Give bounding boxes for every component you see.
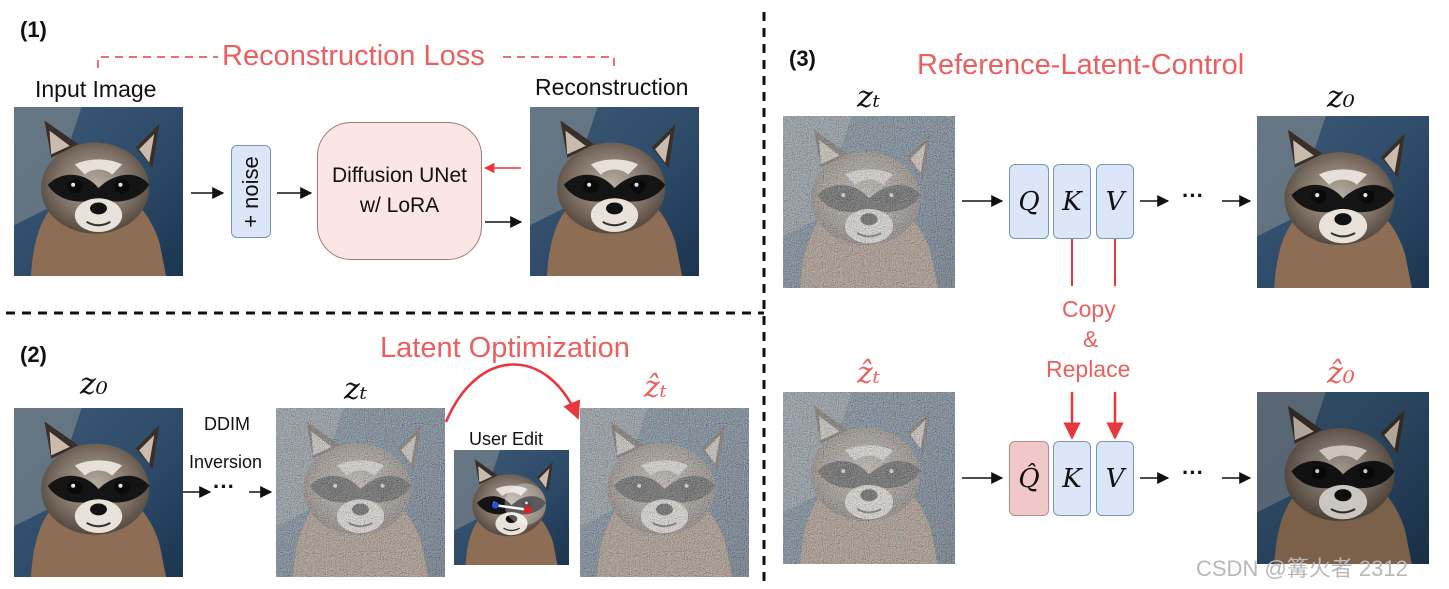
panel1-label: (1) (20, 17, 47, 42)
q-hat-label: Q̂ (1018, 463, 1040, 494)
panel3-z0-hat-image (1257, 392, 1429, 564)
k-label-top: K (1062, 186, 1082, 217)
k-label-bottom: K (1062, 463, 1082, 494)
replace-label: Replace (1046, 356, 1131, 382)
panel2-label: (2) (20, 342, 47, 367)
zt-hat-label-panel2: ẑₜ (644, 370, 668, 405)
panel3-zt-label: zₜ (857, 80, 881, 115)
v-box-bottom: V (1096, 441, 1134, 516)
unet-label-line2: w/ LoRA (359, 194, 440, 217)
zt-hat-noisy-image (580, 408, 749, 577)
ddim-label-line1: DDIM (204, 414, 250, 434)
z0-label: z₀ (80, 367, 108, 402)
reconstruction-label: Reconstruction (535, 74, 689, 100)
v-label-bottom: V (1105, 463, 1125, 494)
v-label-top: V (1105, 186, 1125, 217)
q-label: Q (1018, 186, 1040, 217)
arrow-optimization-curve (444, 363, 581, 423)
loss-bracket-right (503, 56, 615, 68)
user-edit-label: User Edit (469, 429, 544, 449)
noise-label: + noise (238, 155, 263, 228)
unet-label-line1: Diffusion UNet (331, 164, 467, 187)
latent-optimization-label: Latent Optimization (380, 332, 630, 364)
reconstruction-loss-label: Reconstruction Loss (222, 40, 485, 72)
copy-label: Copy (1062, 296, 1116, 322)
zt-label: zₜ (344, 372, 368, 407)
ddim-dots: ··· (213, 474, 235, 499)
dots-bottom: ··· (1182, 460, 1204, 485)
q-box: Q (1009, 164, 1049, 239)
dots-top: ··· (1182, 183, 1204, 208)
ampersand-label: & (1083, 326, 1099, 352)
diffusion-unet-box: Diffusion UNet w/ LoRA (317, 122, 482, 260)
panel3-zt-hat-label: ẑₜ (857, 356, 881, 391)
reconstruction-image (530, 107, 699, 276)
panel3-z0-image (1257, 116, 1429, 288)
panel3-zt-image (783, 116, 955, 288)
k-box-top: K (1053, 164, 1091, 239)
z0-image (14, 408, 183, 577)
panel3-z0-label: z₀ (1327, 80, 1355, 115)
panel3-zt-hat-image (783, 392, 955, 564)
input-image (14, 107, 183, 276)
panel3-z0-hat-label: ẑ₀ (1327, 356, 1355, 391)
csdn-watermark: CSDN @篝火者 2312 (1196, 556, 1408, 581)
loss-bracket-left (97, 56, 218, 68)
ddim-label-line2: Inversion (189, 452, 263, 472)
noise-box: + noise (231, 145, 271, 238)
panel3-label: (3) (789, 46, 816, 71)
q-hat-box: Q̂ (1009, 441, 1049, 516)
reference-latent-control-title: Reference-Latent-Control (917, 49, 1245, 81)
v-box-top: V (1096, 164, 1134, 239)
k-box-bottom: K (1053, 441, 1091, 516)
user-edit-image (454, 450, 569, 565)
input-image-label: Input Image (35, 76, 157, 102)
zt-noisy-image (276, 408, 445, 577)
